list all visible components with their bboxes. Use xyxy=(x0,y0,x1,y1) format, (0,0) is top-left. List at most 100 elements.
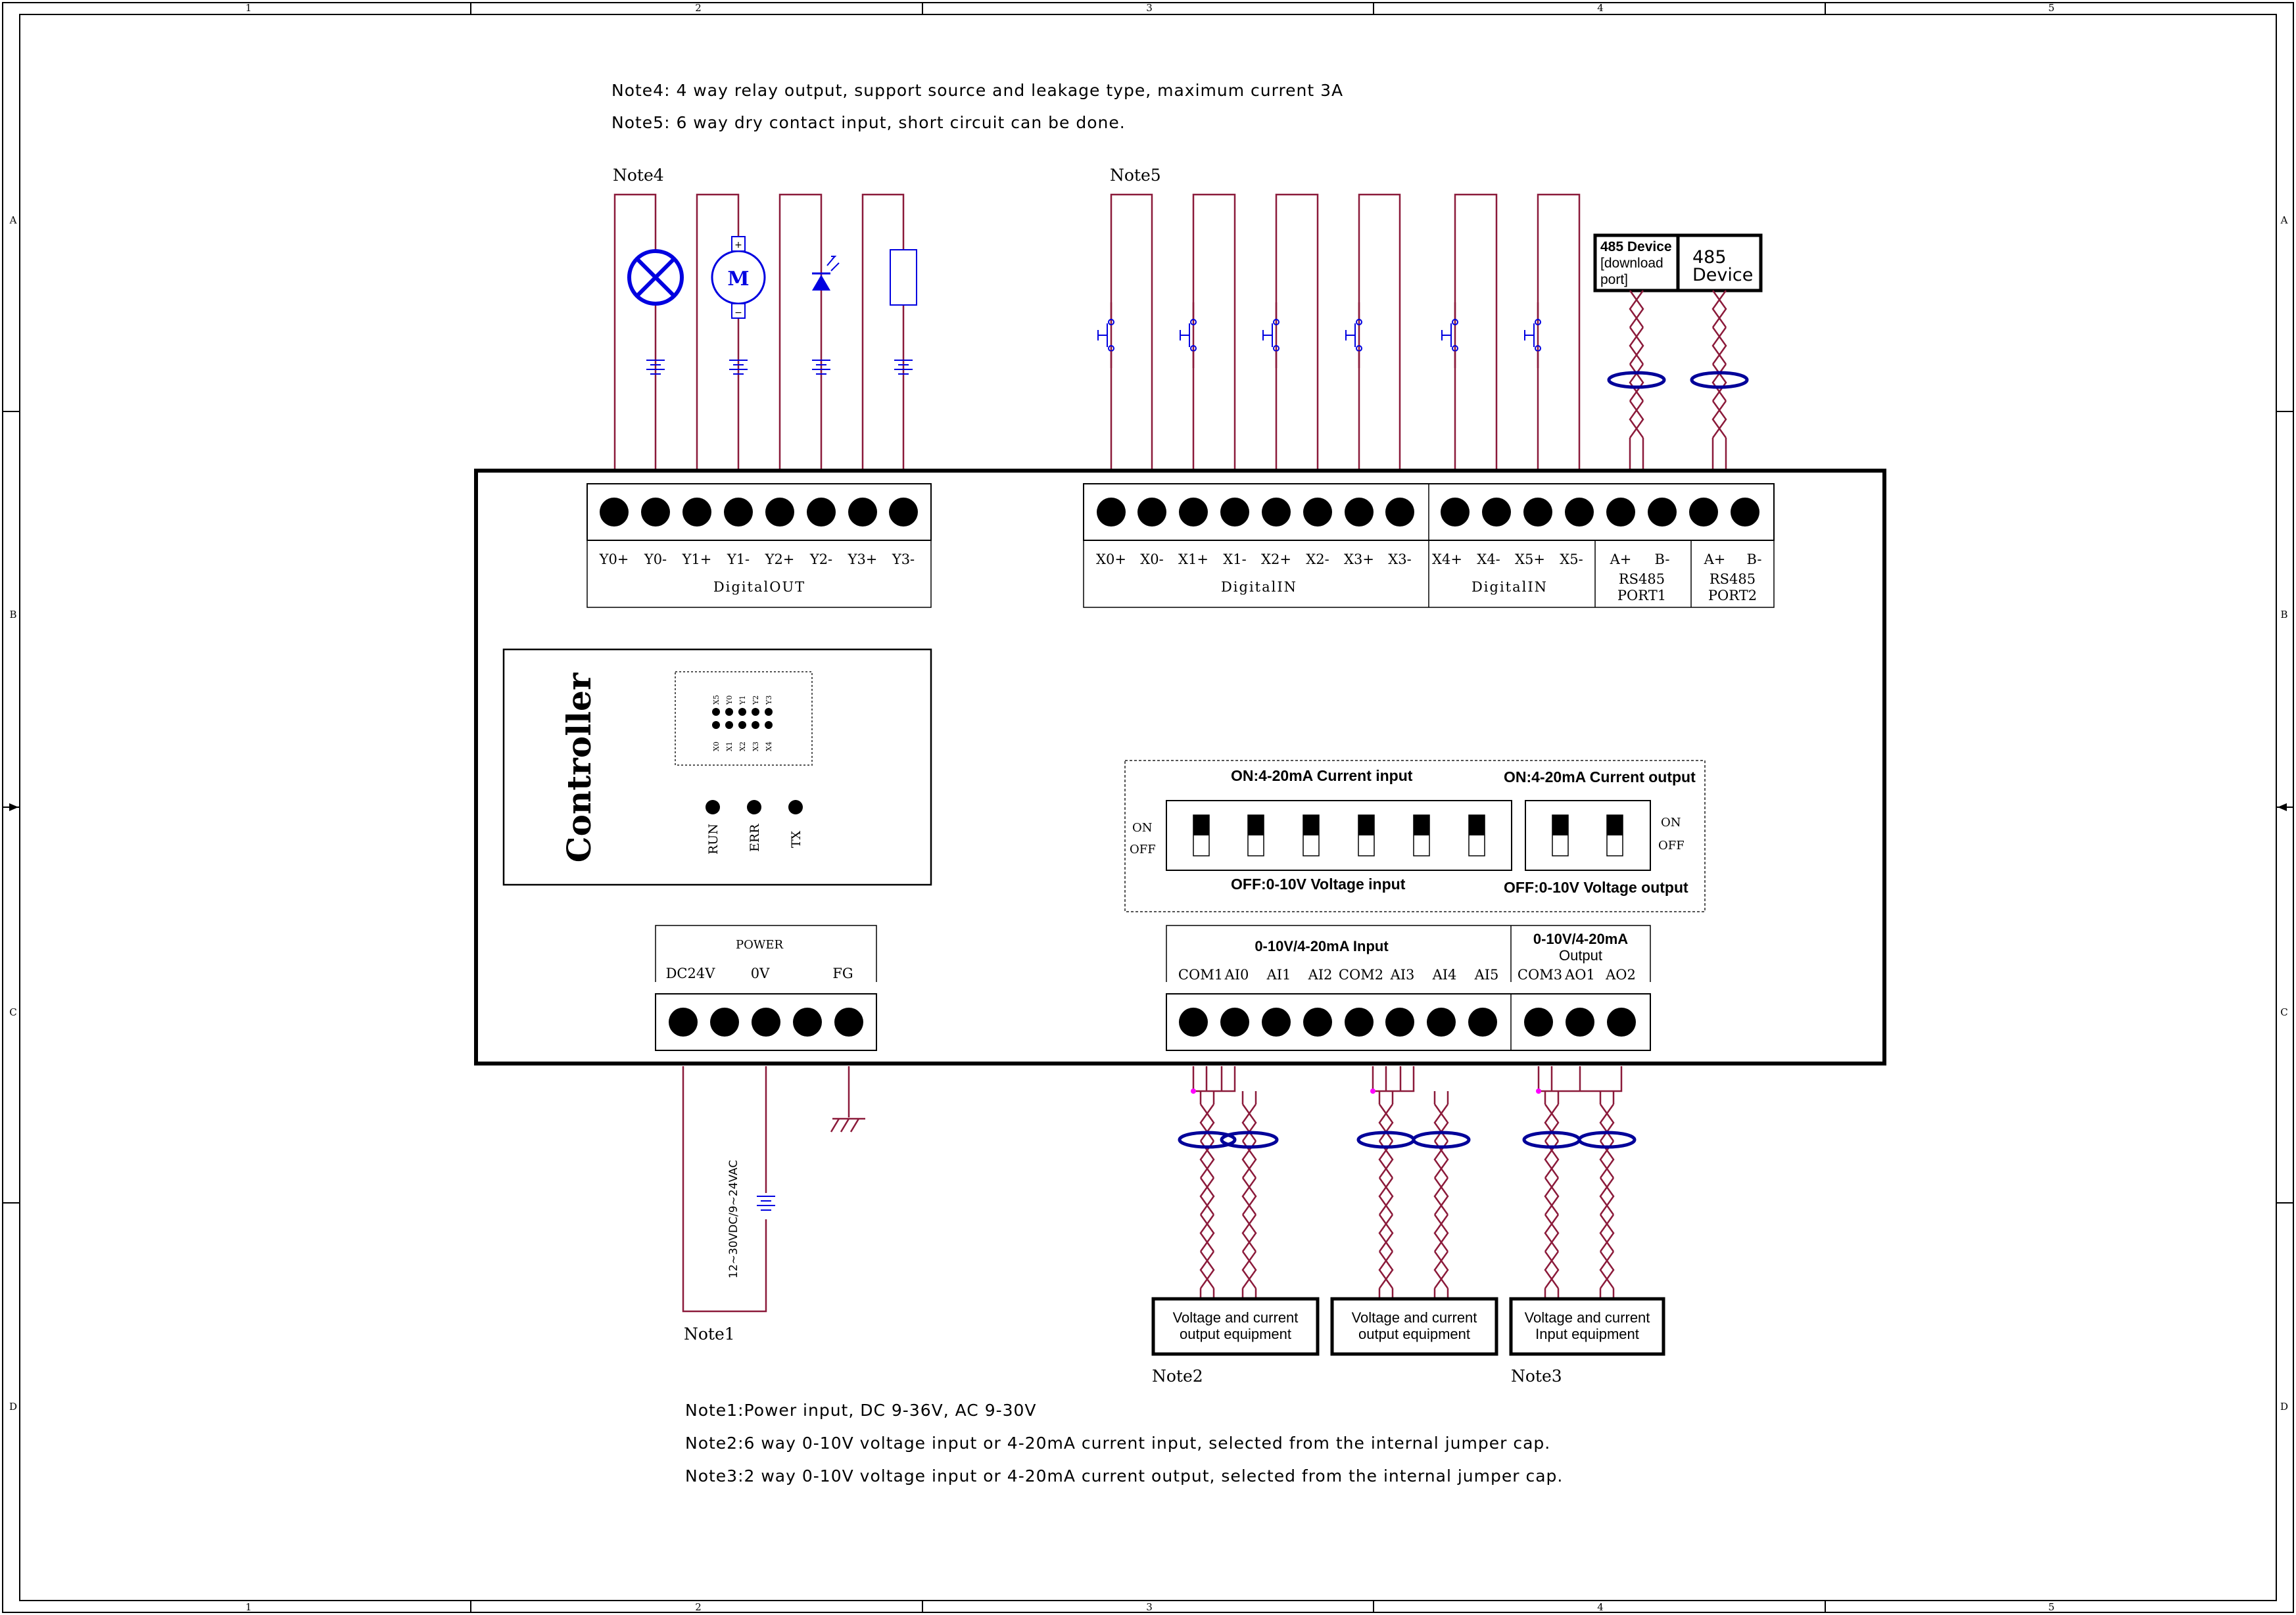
terminal-screw xyxy=(1385,498,1414,527)
row-marker-d-right: D xyxy=(2280,1401,2288,1413)
led-indicator-icon xyxy=(812,256,840,291)
ferrite-ring-icon xyxy=(1356,1131,1416,1149)
rs485-device1-line2: [download xyxy=(1600,256,1663,271)
terminal-screw xyxy=(669,1008,698,1037)
row-marker-b: B xyxy=(9,609,16,620)
terminal-screw xyxy=(1689,498,1718,527)
err-led-icon xyxy=(747,800,761,814)
pin-label: X1+ xyxy=(1178,551,1208,567)
dip-input-on-label: ON:4-20mA Current input xyxy=(1231,767,1413,784)
pin-label: FG xyxy=(832,966,853,981)
note5-text: Note5: 6 way dry contact input, short ci… xyxy=(611,113,1126,132)
pin-label: AI4 xyxy=(1432,967,1457,983)
col-marker-4: 4 xyxy=(1597,2,1604,14)
note4-text: Note4: 4 way relay output, support sourc… xyxy=(611,81,1343,100)
pin-label: X5+ xyxy=(1515,551,1545,567)
dip-output-on-mark: ON xyxy=(1661,816,1681,830)
ferrite-ring-icon xyxy=(1607,371,1666,389)
equipment-3-line1: Voltage and current xyxy=(1525,1309,1650,1326)
motor-icon: M + − xyxy=(711,236,766,319)
rs485-device1-line1: 485 Device xyxy=(1600,239,1672,254)
power-terminal: POWER DC24V 0V FG xyxy=(655,925,877,1051)
rs485-device2-line2: Device xyxy=(1692,265,1753,285)
pin-label: AI0 xyxy=(1224,967,1249,983)
pin-label: COM1 xyxy=(1178,967,1223,983)
terminal-screw xyxy=(1385,1008,1414,1037)
pin-label: Y1- xyxy=(727,551,750,567)
pin-label: X2- xyxy=(1306,551,1329,567)
note2-text: Note2:6 way 0-10V voltage input or 4-20m… xyxy=(685,1434,1550,1453)
equipment-1-line1: Voltage and current xyxy=(1173,1309,1299,1326)
pin-label: Y1+ xyxy=(682,551,712,567)
rs485-device-download-port xyxy=(1593,233,1680,293)
row-marker-a-right: A xyxy=(2280,214,2288,226)
note4-tag: Note4 xyxy=(613,166,664,185)
row-marker-d: D xyxy=(9,1401,17,1413)
digital-out-terminal: Y0+ Y0- Y1+ Y1- Y2+ Y2- Y3+ Y3- DigitalO… xyxy=(586,483,932,608)
note3-tag: Note3 xyxy=(1511,1367,1562,1386)
pin-label: 0V xyxy=(751,966,770,981)
note2-tag: Note2 xyxy=(1152,1367,1203,1386)
pin-label: AO2 xyxy=(1605,967,1636,983)
dip-switch-toggle[interactable] xyxy=(1468,814,1485,856)
pin-label: B- xyxy=(1655,551,1670,567)
svg-text:−: − xyxy=(734,308,742,318)
analog-input-title: 0-10V/4-20mA Input xyxy=(1255,938,1389,954)
col-marker-1-bottom: 1 xyxy=(245,1601,252,1613)
rs485-device xyxy=(1676,233,1763,293)
pin-label: AO1 xyxy=(1564,967,1595,983)
controller-title: Controller xyxy=(560,672,598,862)
resistive-load-icon xyxy=(890,249,917,306)
terminal-screw xyxy=(1524,1008,1553,1037)
pin-label: X3+ xyxy=(1344,551,1374,567)
led-label: X1 xyxy=(725,741,734,751)
terminal-screw xyxy=(807,498,836,527)
dip-switch-toggle[interactable] xyxy=(1303,814,1320,856)
pin-label: AI3 xyxy=(1390,967,1415,983)
terminal-screw xyxy=(1427,1008,1456,1037)
dip-output-on-label: ON:4-20mA Current output xyxy=(1504,768,1696,785)
dip-output-off-mark: OFF xyxy=(1658,839,1685,853)
run-led-icon xyxy=(706,800,720,814)
terminal-screw xyxy=(710,1008,739,1037)
ferrite-ring-icon xyxy=(1412,1131,1471,1149)
pin-label: X4+ xyxy=(1432,551,1462,567)
dip-switch-toggle[interactable] xyxy=(1247,814,1264,856)
tx-label: TX xyxy=(789,830,803,848)
dip-switch-toggle[interactable] xyxy=(1552,814,1569,856)
equipment-box-2 xyxy=(1330,1297,1498,1356)
note1-text: Note1:Power input, DC 9-36V, AC 9-30V xyxy=(685,1401,1037,1420)
pin-label: AI1 xyxy=(1266,967,1291,983)
col-marker-3-bottom: 3 xyxy=(1146,1601,1153,1613)
row-marker-c-right: C xyxy=(2280,1006,2287,1018)
dip-switch-toggle[interactable] xyxy=(1606,814,1623,856)
terminal-screw xyxy=(1523,498,1552,527)
dip-off-label: OFF xyxy=(1130,843,1156,856)
dip-on-label: ON xyxy=(1132,821,1153,835)
terminal-screw xyxy=(724,498,753,527)
dip-input-off-label: OFF:0-10V Voltage input xyxy=(1231,876,1406,893)
rs485-device2-line1: 485 xyxy=(1692,247,1727,268)
power-supply-wiring: 12~30VDC/9~24VAC Note1 xyxy=(682,1066,865,1344)
pin-label: DC24V xyxy=(666,966,716,981)
terminal-screw xyxy=(752,1008,780,1037)
dip-switch-toggle[interactable] xyxy=(1193,814,1210,856)
dip-switch-toggle[interactable] xyxy=(1358,814,1375,856)
dip-switch-toggle[interactable] xyxy=(1413,814,1430,856)
pin-label: X2+ xyxy=(1261,551,1291,567)
dip-switch-panel: ON:4-20mA Current input ON:4-20mA Curren… xyxy=(1124,760,1706,912)
terminal-screw xyxy=(1648,498,1677,527)
terminal-screw xyxy=(1566,1008,1594,1037)
row-marker-b-right: B xyxy=(2280,609,2287,620)
pin-label: Y3+ xyxy=(848,551,878,567)
led-label: X0 xyxy=(712,741,721,751)
pin-label: X0+ xyxy=(1096,551,1126,567)
led-label: Y2 xyxy=(752,695,760,705)
dip-switches xyxy=(1193,814,1623,856)
svg-text:M: M xyxy=(727,268,749,291)
terminal-screw xyxy=(1179,498,1208,527)
digital-in-title-2: DigitalIN xyxy=(1471,579,1548,595)
power-title: POWER xyxy=(736,938,784,952)
pin-label: X5- xyxy=(1560,551,1583,567)
equipment-2-line2: output equipment xyxy=(1358,1326,1470,1342)
